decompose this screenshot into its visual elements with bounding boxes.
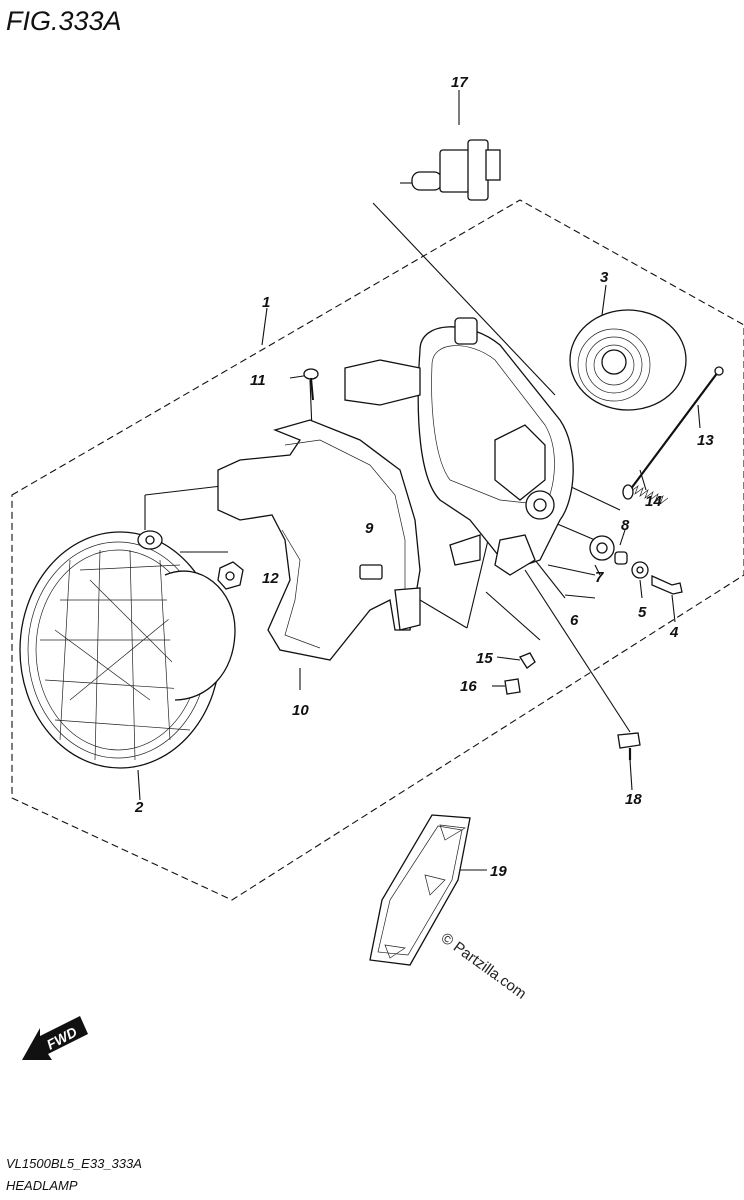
callout-12: 12 [262, 570, 279, 587]
callout-labels: 1 2 3 4 5 6 7 8 9 10 11 12 13 14 15 16 1… [134, 74, 714, 880]
watermark-text: © Partzilla.com [438, 929, 530, 1002]
callout-7: 7 [595, 569, 604, 586]
callout-19: 19 [490, 863, 507, 880]
callout-4: 4 [669, 624, 679, 641]
diagram-code: VL1500BL5_E33_333A [6, 1156, 142, 1171]
callout-3: 3 [600, 269, 609, 286]
callout-6: 6 [570, 612, 579, 629]
callout-10: 10 [292, 702, 309, 719]
callout-5: 5 [638, 604, 647, 621]
callout-8: 8 [621, 517, 630, 534]
headlamp-unit-part-2 [19, 530, 236, 769]
callout-18: 18 [625, 791, 642, 808]
callout-14: 14 [645, 493, 662, 510]
small-parts-15-16-18 [504, 652, 641, 760]
fwd-arrow-icon: FWD [22, 1016, 88, 1060]
figure-title: FIG.333A [6, 6, 122, 36]
nut-part-12 [217, 561, 244, 590]
stay-part-10 [217, 419, 421, 661]
screw-part-11 [303, 368, 319, 401]
bulb-part-17 [400, 139, 501, 201]
leader-lines [137, 90, 701, 871]
callout-13: 13 [697, 432, 714, 449]
reflector-part-19 [369, 814, 471, 966]
housing-bracket [344, 317, 574, 576]
cover-part-3 [569, 309, 687, 411]
small-parts-4-5-7-8 [589, 535, 683, 595]
callout-15: 15 [476, 650, 493, 667]
callout-17: 17 [451, 74, 468, 91]
callout-1: 1 [262, 294, 270, 311]
callout-2: 2 [134, 799, 144, 816]
callout-16: 16 [460, 678, 477, 695]
assembly-outline [11, 199, 744, 901]
section-name: HEADLAMP [6, 1178, 78, 1193]
callout-11: 11 [250, 372, 266, 389]
callout-9: 9 [365, 520, 374, 537]
screw-spring-part-13-14 [622, 366, 724, 505]
